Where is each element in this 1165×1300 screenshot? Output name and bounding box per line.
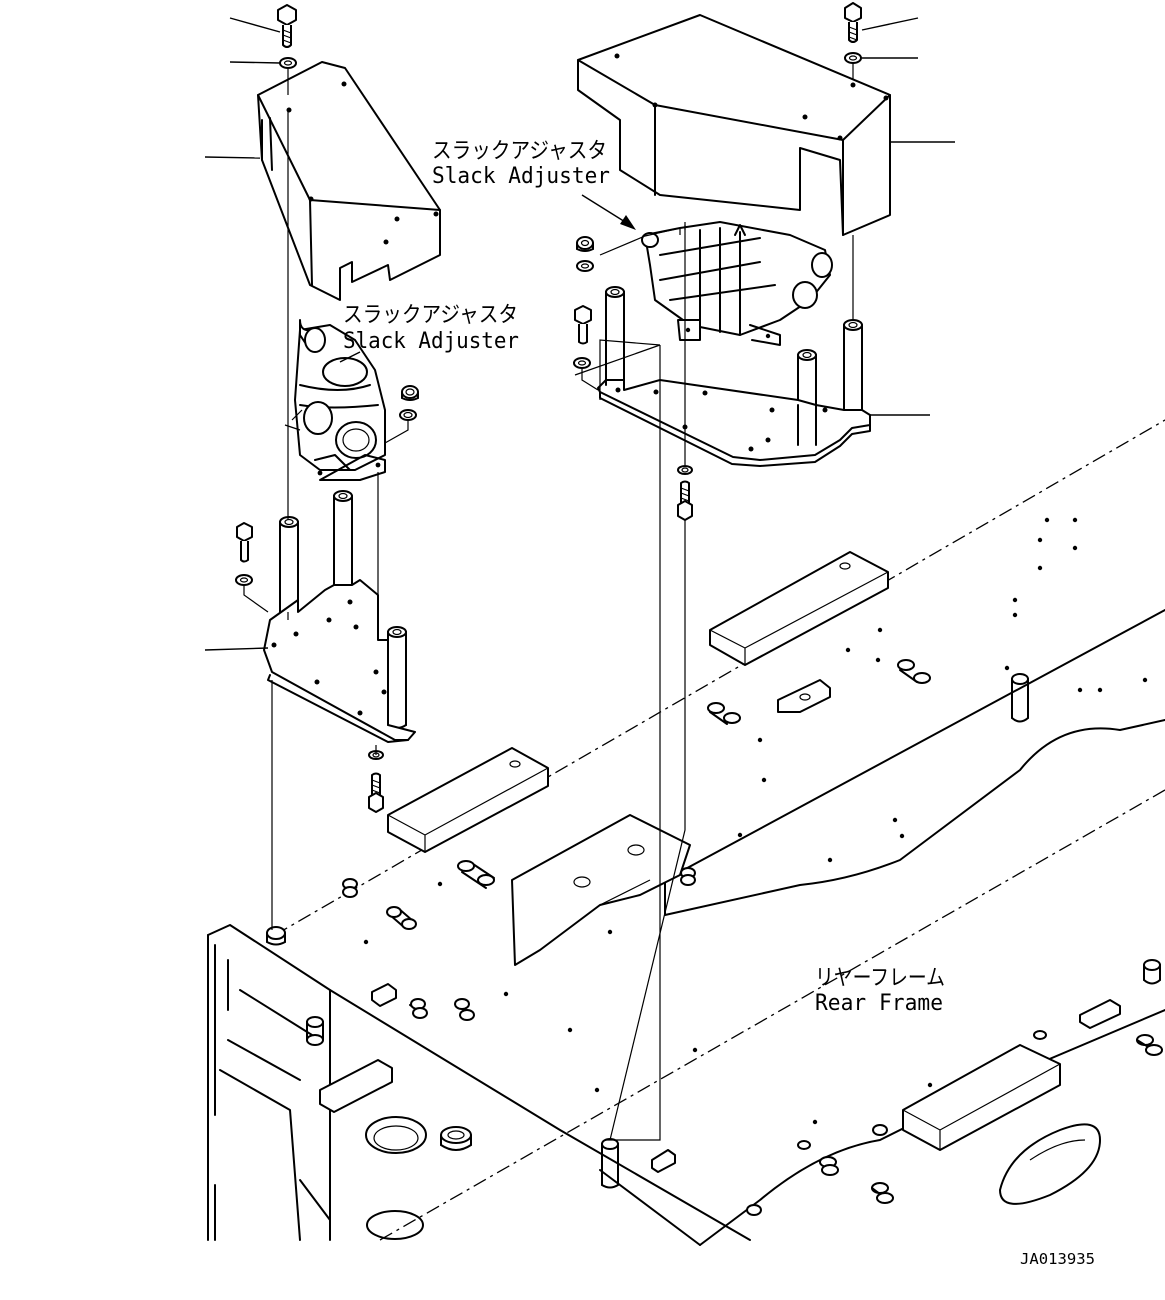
left-base-plate [263, 579, 416, 743]
left-slack-adjuster-label-jp: スラックアジャスタ [343, 303, 518, 328]
rear-frame-label-jp: リヤーフレーム [815, 966, 945, 991]
right-slack-adjuster [599, 221, 833, 346]
left-slack-adjuster-label-en: Slack Adjuster [343, 329, 519, 354]
left-slack-adjuster-assembly [204, 4, 441, 930]
right-base-plate [597, 379, 871, 467]
left-under-bolt [368, 750, 384, 813]
right-label-arrow [581, 194, 636, 230]
right-under-bolt [677, 465, 693, 521]
drawing-id: JA013935 [1020, 1250, 1095, 1268]
left-plate-bolt [235, 522, 269, 613]
left-cover-bolt [277, 4, 297, 48]
right-cover-washer [844, 52, 862, 64]
right-slack-adjuster-label-en: Slack Adjuster [432, 164, 610, 189]
right-slack-adjuster-label-jp: スラックアジャスタ [432, 139, 607, 164]
right-cover [577, 14, 891, 236]
right-cover-bolt [844, 2, 862, 43]
right-plate-bolt [573, 305, 599, 391]
right-slack-adjuster-assembly [573, 2, 955, 1141]
left-cover-washer [279, 57, 297, 69]
rear-frame [207, 419, 1165, 1246]
left-cover [257, 61, 441, 301]
left-slack-adjuster [284, 319, 386, 481]
left-label-arrow [339, 351, 361, 363]
rear-frame-label-en: Rear Frame [815, 991, 943, 1016]
